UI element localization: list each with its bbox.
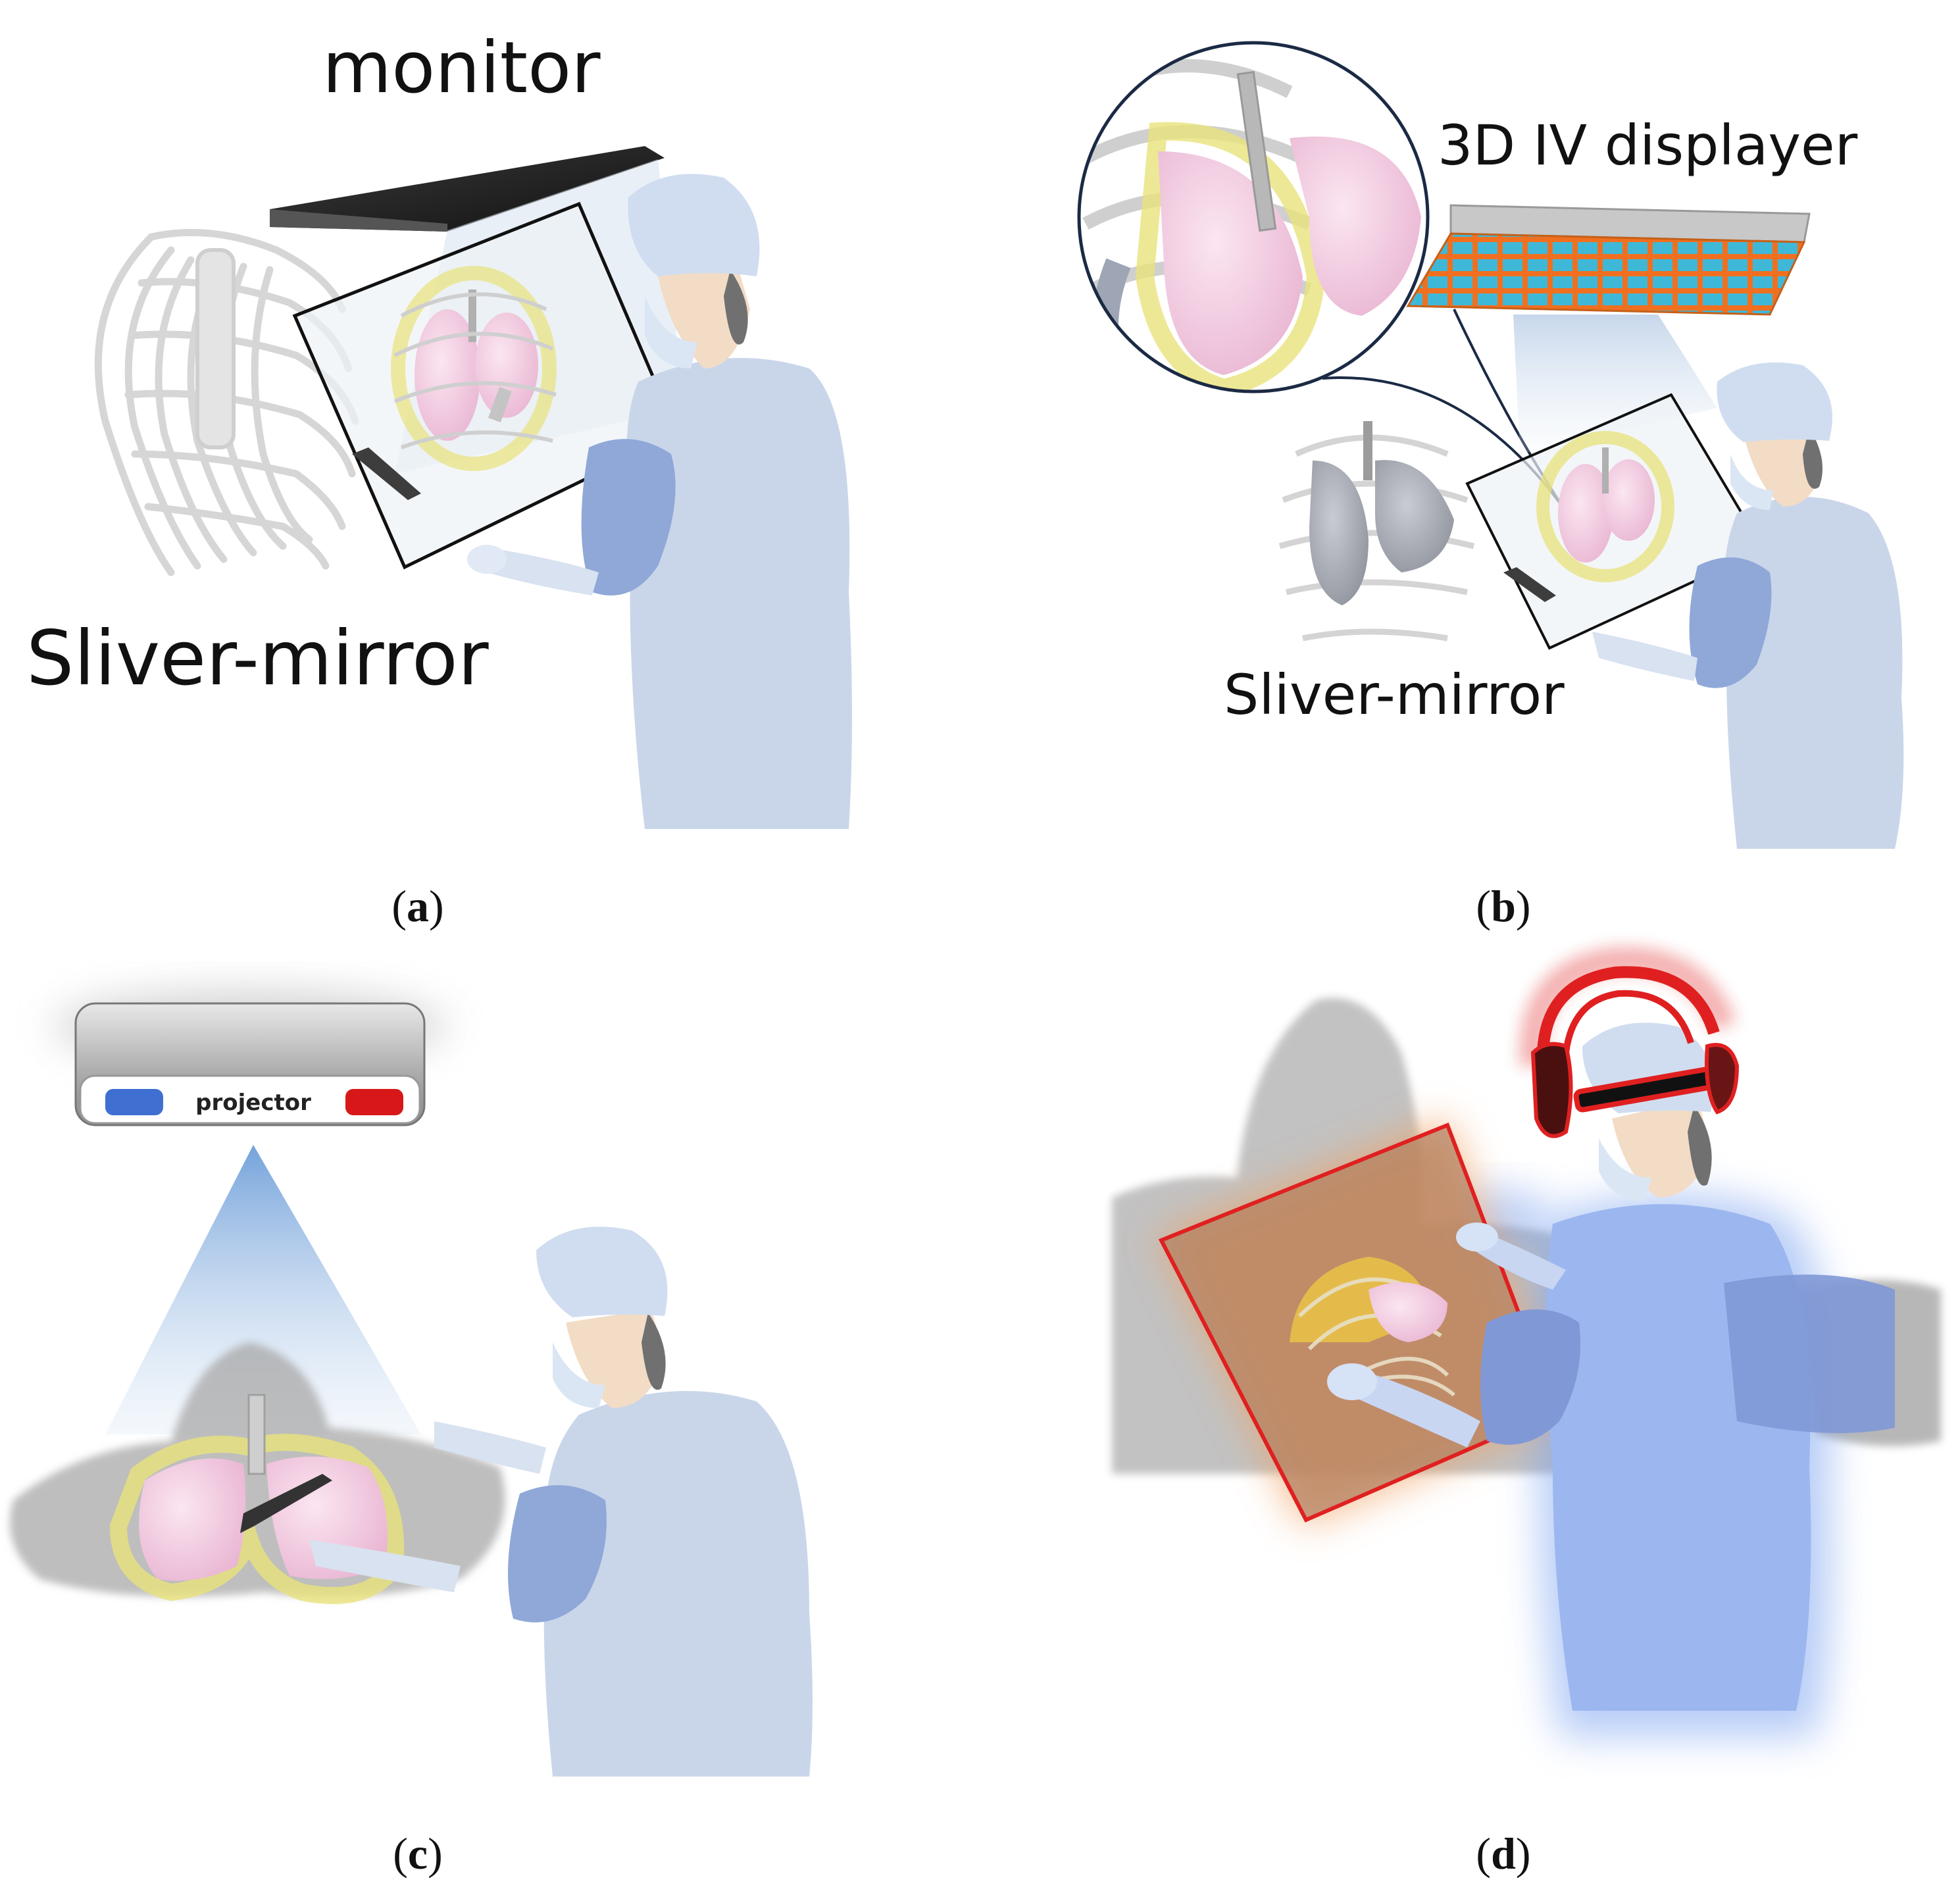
magnified-view <box>1077 41 1430 393</box>
projector-red-lens <box>345 1089 403 1115</box>
panel-c: projector (c) <box>10 990 813 1879</box>
surgeon <box>467 174 852 829</box>
panel-b: 3D IV displayer Sliver-mirror (b) <box>1077 41 1904 931</box>
surgeon <box>1592 362 1904 849</box>
monitor-device <box>270 146 665 232</box>
caption-a: (a) <box>391 881 443 931</box>
surgical-instrument <box>1503 567 1556 602</box>
label-projector: projector <box>195 1090 311 1116</box>
caption-c: (c) <box>393 1829 443 1879</box>
projection-beam <box>105 1145 421 1434</box>
caption-c-letter: c <box>408 1829 428 1879</box>
caption-d: (d) <box>1476 1829 1530 1879</box>
label-mirror-b: Sliver-mirror <box>1224 663 1565 727</box>
caption-b: (b) <box>1476 881 1530 931</box>
panel-d: (d) <box>1112 947 1941 1879</box>
rib-cage <box>94 228 359 576</box>
label-monitor: monitor <box>322 27 601 109</box>
caption-a-letter: a <box>407 881 429 931</box>
panel-a: monitor Sliver-mirror (a) <box>26 27 852 931</box>
label-mirror-a: Sliver-mirror <box>26 615 489 702</box>
silver-mirror <box>1465 393 1765 650</box>
ar-headset-device <box>1519 947 1740 1138</box>
patient-thorax <box>1278 421 1475 642</box>
caption-b-letter: b <box>1491 881 1516 931</box>
mirror-lung-image <box>391 266 557 471</box>
surgical-instrument <box>352 447 421 500</box>
projector-blue-lens <box>105 1089 163 1115</box>
label-iv-display: 3D IV displayer <box>1438 113 1858 178</box>
surgeon <box>309 1226 813 1777</box>
caption-d-letter: d <box>1491 1829 1516 1879</box>
iv-display-device <box>1406 204 1811 316</box>
projector-device: projector <box>74 1002 426 1126</box>
